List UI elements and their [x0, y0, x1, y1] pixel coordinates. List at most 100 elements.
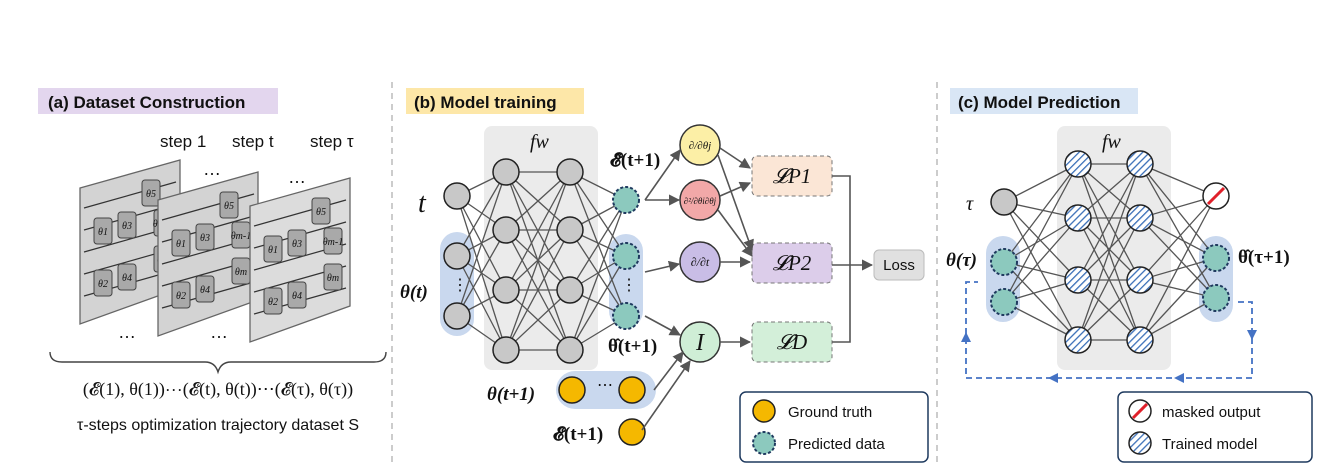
- network-edge: [569, 199, 627, 291]
- gate-param-label: θ5: [224, 201, 234, 212]
- gate-block: [287, 229, 307, 257]
- step-1-label: step 1: [160, 132, 206, 151]
- network-edge: [1077, 217, 1141, 341]
- gate-block: [219, 191, 239, 219]
- predicted-node: [990, 288, 1018, 316]
- network-background-b: [484, 126, 598, 370]
- gate-param-label: θ4: [122, 273, 132, 284]
- network-edge: [1003, 163, 1079, 263]
- arrow-grad-to-lp2: [717, 154, 754, 252]
- network-edge: [1003, 201, 1079, 281]
- feedback-arrowhead-left-2: [1048, 373, 1058, 383]
- network-node: [492, 216, 520, 244]
- feedback-loop-arrow: [965, 281, 1253, 379]
- network-edge: [1003, 163, 1079, 303]
- network-node: [556, 158, 584, 186]
- panel-model-prediction: (c) Model Prediction fw τ θ(τ) θ̂(τ+1) m…: [946, 88, 1313, 463]
- network-c-edges: [990, 150, 1230, 354]
- gate-block: [171, 229, 191, 257]
- arrow-ld-to-loss: [832, 265, 851, 343]
- network-edge: [1139, 195, 1217, 341]
- out-energy-label: 𝓔̂(t+1): [610, 150, 660, 171]
- arrow-theta-to-time: [644, 260, 681, 273]
- op-identity-label: I: [695, 330, 705, 356]
- arrow-gt-to-identity: [653, 351, 684, 391]
- network-node: [990, 188, 1018, 216]
- gate-param-label: θm: [327, 273, 339, 284]
- network-edge: [1139, 297, 1217, 341]
- network-edge: [1139, 195, 1217, 281]
- network-edge: [1003, 163, 1079, 203]
- network-edge: [505, 289, 571, 351]
- network-edge: [1139, 163, 1217, 259]
- gate-block: [93, 217, 113, 245]
- cards-ellipsis-2: …: [210, 322, 228, 342]
- network-edge: [569, 255, 627, 351]
- network-edge: [1139, 163, 1217, 299]
- trained-node: [1064, 204, 1092, 232]
- ground-truth-node: [618, 376, 646, 404]
- gate-param-label: θ2: [268, 297, 278, 308]
- network-edge: [1077, 217, 1141, 281]
- arrow-grad-to-lp1: [719, 147, 751, 169]
- network-label-b: fw: [530, 131, 550, 153]
- gate-param-label: θ2: [98, 279, 108, 290]
- feedback-arrowhead-left-1: [1174, 373, 1184, 383]
- gate-param-label: θ4: [292, 291, 302, 302]
- network-edge: [456, 171, 507, 257]
- gate-param-label: θ2: [176, 291, 186, 302]
- gt-dots: ⋯: [597, 377, 613, 394]
- trained-node: [1064, 266, 1092, 294]
- gate-param-label: θ3: [200, 233, 210, 244]
- trajectory-tuple: (𝓔(1), θ(1))⋯(𝓔(t), θ(t))⋯(𝓔(τ), θ(τ)): [83, 379, 353, 400]
- network-b-edges: [443, 158, 646, 446]
- network-edge: [1003, 261, 1079, 341]
- ground-truth-node: [618, 418, 646, 446]
- loss-p2-label: 𝓛P2: [773, 251, 812, 275]
- gate-param-label: θ1: [98, 227, 108, 238]
- step-t-label: step t: [232, 132, 274, 151]
- arrow-theta-to-identity: [644, 315, 681, 336]
- network-edge: [569, 199, 627, 351]
- masked-slash: [1206, 186, 1226, 206]
- gate-param-label: θ3: [122, 221, 132, 232]
- predicted-node: [1202, 284, 1230, 312]
- legend-masked-label: masked output: [1162, 404, 1261, 421]
- loss-p2-box: [751, 242, 833, 284]
- network-edge: [505, 171, 571, 351]
- panel-dataset-construction: (a) Dataset Construction step 1 step t s…: [38, 88, 387, 434]
- total-loss-box: [873, 249, 925, 281]
- circuit-cards: θ1θ3θ5θ2θ4θm-1θmθ1θ3θ5θ2θ4θm-1θmθ1θ3θ5θ2…: [79, 159, 351, 343]
- input-theta-label: θ(t): [400, 282, 428, 303]
- total-loss-label: Loss: [883, 257, 915, 274]
- network-edge: [1077, 279, 1141, 341]
- network-node: [443, 302, 471, 330]
- trained-node: [1126, 204, 1154, 232]
- feedback-arrowhead-up: [961, 332, 971, 342]
- network-edge: [505, 171, 571, 291]
- gt-energy-label: 𝓔(t+1): [553, 424, 603, 445]
- cards-ellipsis-1: …: [118, 322, 136, 342]
- arrow-gt-energy-to-identity: [641, 360, 691, 431]
- predicted-node: [612, 302, 640, 330]
- network-node: [492, 158, 520, 186]
- step-tau-label: step τ: [310, 132, 354, 151]
- gate-block: [195, 223, 215, 251]
- gate-block: [263, 287, 283, 315]
- ground-truth-node: [558, 376, 586, 404]
- network-node: [556, 276, 584, 304]
- gate-block: [323, 227, 343, 255]
- input-t-label: t: [418, 188, 427, 219]
- predicted-node: [612, 186, 640, 214]
- network-edge: [1077, 163, 1141, 341]
- network-node: [492, 276, 520, 304]
- vertical-dots-out: ⋮: [621, 277, 637, 294]
- gate-block: [117, 263, 137, 291]
- network-edge: [1139, 217, 1217, 299]
- legend-masked-slash: [1131, 402, 1149, 420]
- trained-node: [1126, 266, 1154, 294]
- gate-block: [263, 235, 283, 263]
- legend-trained-label: Trained model: [1162, 436, 1257, 453]
